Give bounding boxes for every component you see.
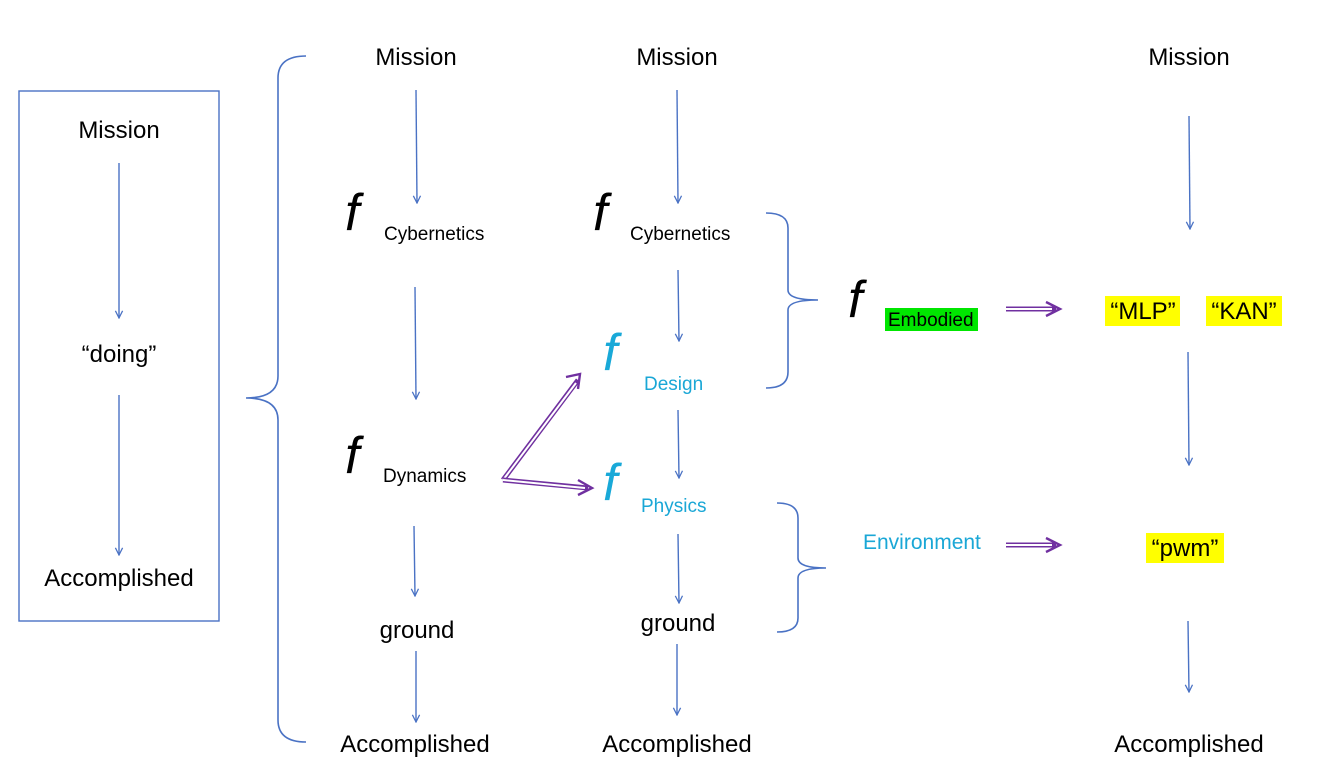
col3-accomplished: Accomplished <box>602 731 751 758</box>
col3-ground: ground <box>641 610 716 637</box>
col3-f-physics-symbol: f <box>603 454 622 512</box>
col3-arrow-2 <box>678 269 679 341</box>
col2-mission: Mission <box>375 44 456 71</box>
col2-f-cybernetics-symbol: f <box>345 184 364 242</box>
col2-dynamics-label: Dynamics <box>383 466 466 487</box>
col2-ground: ground <box>380 617 455 644</box>
col3-design-label: Design <box>644 374 703 395</box>
embodied-to-models-arrow <box>1006 300 1063 318</box>
col3-arrow-3 <box>678 409 679 478</box>
embodied-highlight <box>885 308 978 331</box>
col5-kan-label: “KAN” <box>1211 298 1276 325</box>
col3-mission: Mission <box>636 44 717 71</box>
col1-accomplished: Accomplished <box>44 565 193 592</box>
col1-mission: Mission <box>78 117 159 144</box>
col1-doing: “doing” <box>82 341 157 368</box>
col2-arrow-2 <box>415 286 416 399</box>
col3-arrow-1 <box>677 89 678 203</box>
simple-flow-box <box>18 90 220 622</box>
col5-arrow-3 <box>1188 620 1189 692</box>
dynamics-to-design-arrow <box>501 372 582 482</box>
mlp-highlight <box>1105 296 1180 326</box>
col5-accomplished: Accomplished <box>1114 731 1263 758</box>
col3-cybernetics-label: Cybernetics <box>630 224 730 245</box>
col3-f-design-symbol: f <box>603 324 622 382</box>
kan-highlight <box>1206 296 1282 326</box>
col5-arrow-2 <box>1188 351 1189 465</box>
pwm-highlight <box>1146 533 1224 563</box>
col4-environment-label: Environment <box>863 531 981 554</box>
col3-f-cybernetics-symbol: f <box>593 184 612 242</box>
large-curly-brace <box>245 55 307 743</box>
col4-f-embodied-symbol: f <box>848 271 867 329</box>
col5-pwm-label: “pwm” <box>1152 535 1219 562</box>
col5-mission: Mission <box>1148 44 1229 71</box>
col5-mlp-label: “MLP” <box>1110 298 1175 325</box>
col2-f-dynamics-symbol: f <box>345 427 364 485</box>
col3-physics-label: Physics <box>641 496 706 517</box>
environment-to-pwm-arrow <box>1006 536 1063 554</box>
col2-arrow-3 <box>414 525 415 596</box>
dynamics-to-physics-arrow <box>502 477 595 497</box>
col4-embodied-label: Embodied <box>888 310 974 331</box>
col5-arrow-1 <box>1189 115 1190 229</box>
col3-arrow-4 <box>678 533 679 603</box>
col2-arrow-1 <box>416 89 417 203</box>
col2-accomplished: Accomplished <box>340 731 489 758</box>
cybernetics-design-brace <box>765 212 819 389</box>
col2-cybernetics-label: Cybernetics <box>384 224 484 245</box>
physics-ground-brace <box>776 502 827 633</box>
